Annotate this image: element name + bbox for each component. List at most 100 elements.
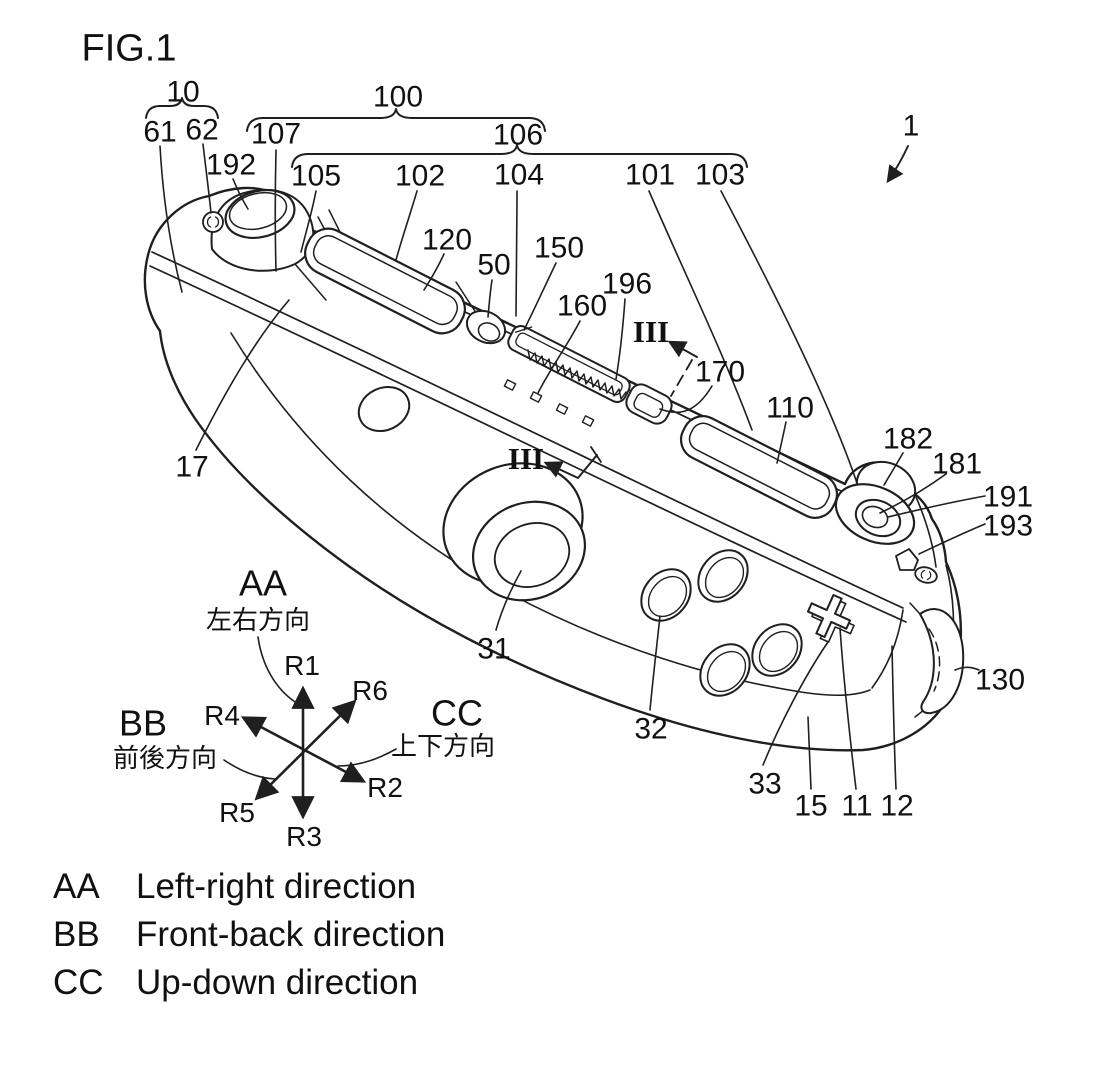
brace-100 (246, 108, 546, 132)
indicator-led-2 (529, 391, 543, 403)
leader-61 (159, 145, 183, 293)
indicator-led-1 (503, 379, 517, 391)
label-ref-62: 62 (185, 114, 218, 147)
label-ref-1: 1 (903, 110, 920, 143)
strap-hidden-line (928, 628, 941, 692)
leader-193 (918, 523, 986, 555)
label-ref-120: 120 (422, 224, 472, 257)
label-ref-105: 105 (291, 160, 341, 193)
label-rot-r6: R6 (352, 675, 388, 706)
section-line-top (670, 359, 693, 397)
connector-terminal-coil (527, 349, 627, 400)
brace-106 (291, 144, 748, 168)
rotation-compass (240, 685, 367, 820)
leader-105 (300, 190, 317, 253)
leader-axis-cc (337, 748, 397, 767)
sr-button (679, 415, 839, 519)
corner-notch (895, 548, 919, 571)
label-ref-103: 103 (695, 159, 745, 192)
leader-axis-aa (257, 636, 296, 703)
leader-150 (523, 262, 557, 331)
l-shoulder-button (224, 189, 296, 239)
plus-button-face (806, 593, 852, 639)
leader-33 (762, 641, 829, 766)
leader-196 (615, 298, 626, 380)
r-shoulder-button-cap (861, 505, 889, 529)
leader-120 (423, 253, 445, 291)
label-rot-r5: R5 (219, 797, 255, 828)
leader-101 (648, 190, 753, 431)
face-button-bottom-right (751, 623, 803, 677)
leader-192 (232, 178, 249, 210)
strap-attachment (909, 602, 965, 715)
leader-104 (515, 190, 518, 317)
left-screw-slot (206, 216, 220, 228)
leader-170 (659, 385, 713, 414)
label-ref-32: 32 (634, 713, 667, 746)
leader-181 (879, 473, 947, 514)
leader-12 (891, 645, 897, 790)
label-rot-r1: R1 (284, 650, 320, 681)
label-ref-31: 31 (477, 633, 510, 666)
label-ref-50: 50 (477, 249, 510, 282)
section-arrows (543, 340, 698, 479)
leader-1-arrow (886, 145, 909, 184)
label-ref-107: 107 (251, 118, 301, 151)
legend-desc-cc: Up-down direction (136, 963, 418, 1002)
label-ref-191: 191 (983, 481, 1033, 514)
leader-62 (202, 143, 212, 214)
label-fig-title: FIG.1 (81, 27, 176, 69)
left-screw-head (202, 211, 224, 233)
label-ref-33: 33 (748, 768, 781, 801)
chamfer-edge-upper (151, 251, 904, 609)
label-ref-12: 12 (880, 790, 913, 823)
label-ref-61: 61 (143, 116, 176, 149)
leader-160 (537, 320, 581, 394)
front-face-opening (357, 386, 411, 432)
right-screw (914, 566, 938, 584)
right-screw-head (914, 566, 938, 584)
leader-110 (776, 421, 787, 464)
label-ref-170: 170 (695, 356, 745, 389)
indicator-led-4 (581, 415, 595, 427)
legend-key-bb: BB (53, 915, 100, 954)
legend-key-aa: AA (53, 867, 100, 906)
right-screw-slot (920, 569, 932, 581)
legend-desc-bb: Front-back direction (136, 915, 445, 954)
strap-joint-line (909, 602, 921, 615)
label-ref-181: 181 (932, 448, 982, 481)
sync-button-rim (465, 309, 507, 345)
label-axis-bb-jp: 前後方向 (113, 743, 217, 773)
indicator-led-3 (555, 403, 569, 415)
strap-outline (919, 608, 965, 715)
label-ref-iii-side: III (508, 441, 544, 476)
label-axis-cc: CC (431, 693, 483, 734)
rail-opening-inner (633, 392, 664, 418)
legend: AA Left-right direction BB Front-back di… (53, 867, 445, 1002)
leader-17 (195, 299, 290, 451)
leader-130 (954, 666, 980, 671)
sr-button-outline (679, 415, 839, 519)
label-ref-100: 100 (373, 81, 423, 114)
label-ref-101: 101 (625, 159, 675, 192)
label-ref-192: 192 (206, 149, 256, 182)
leader-11 (839, 627, 857, 790)
face-button-bottom-left (699, 643, 751, 697)
label-axis-aa: AA (239, 563, 287, 604)
sl-button-face (312, 235, 459, 326)
face-button-top-right (697, 549, 749, 603)
label-axis-aa-jp: 左右方向 (206, 605, 310, 635)
leader-15 (807, 716, 812, 790)
plateau-to-rail-seam (294, 263, 327, 301)
label-ref-11: 11 (841, 790, 872, 823)
label-ref-110: 110 (766, 392, 814, 425)
label-ref-17: 17 (175, 451, 208, 484)
legend-key-cc: CC (53, 963, 104, 1002)
brace-10 (145, 97, 219, 119)
sync-button-cap (477, 322, 501, 342)
leader-32 (649, 615, 661, 711)
label-ref-160: 160 (557, 290, 607, 323)
leader-107 (274, 149, 277, 272)
